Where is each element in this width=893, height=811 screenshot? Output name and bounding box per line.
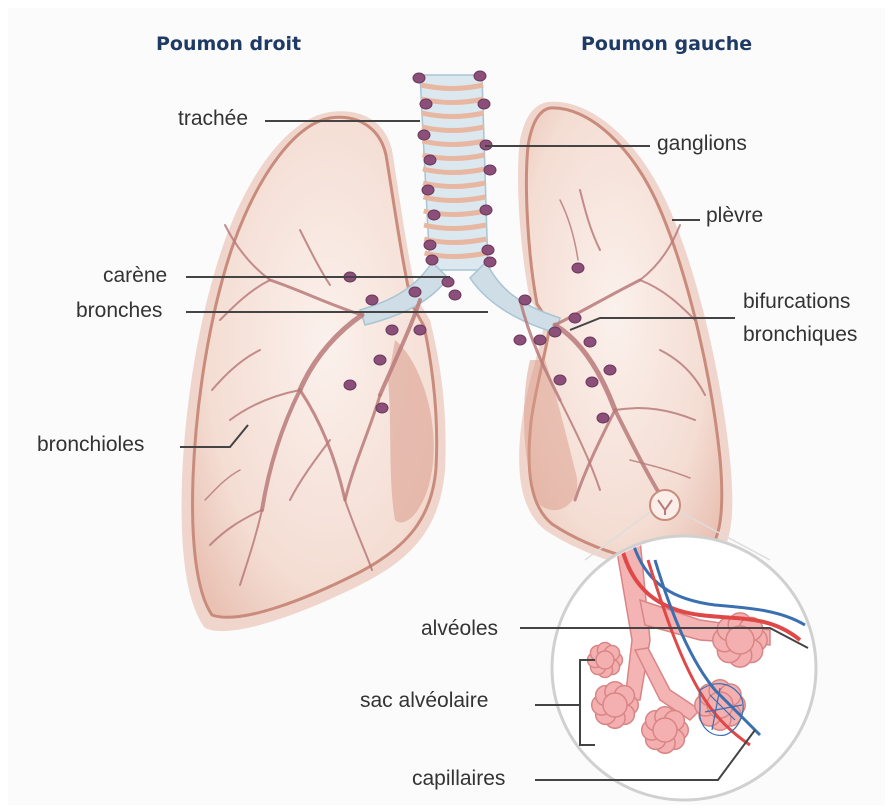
label-alveolar-sac: sac alvéolaire [360,688,488,713]
label-ganglions: ganglions [657,131,747,156]
lymph-node [418,130,430,140]
lymph-node [597,413,609,423]
lymph-node [366,295,378,305]
label-bronchioles: bronchioles [37,432,144,457]
lymph-node [514,335,526,345]
alveolar-sac-cluster [592,682,639,729]
alveolus [653,718,677,742]
lymph-node [374,355,386,365]
bronchiole-cross-section [650,490,680,520]
label-pleura: plèvre [706,203,763,228]
lymph-node [482,245,494,255]
alveolus [603,693,627,717]
lymph-node [424,240,436,250]
lymph-node [424,155,436,165]
label-bifurcations-line1: bifurcations [743,289,850,314]
lymph-node [484,165,496,175]
alveolus [726,626,754,654]
lymph-node [519,295,531,305]
alveolus [596,651,614,669]
lymph-node [428,210,440,220]
lymph-node [413,73,425,83]
label-bronchi: bronches [76,298,162,323]
lymph-node [376,403,388,413]
lymph-node [586,377,598,387]
lymph-node [534,335,546,345]
header-right-lung: Poumon droit [156,33,301,55]
label-trachea: trachée [178,106,248,131]
lymph-node [478,99,490,109]
lymph-node [422,185,434,195]
lymph-node [474,71,486,81]
alveolar-sac-cluster [642,707,689,754]
lymph-node [569,313,581,323]
lymph-node [420,99,432,109]
lymph-node [480,205,492,215]
lymph-node [344,380,356,390]
lymph-node [572,263,584,273]
label-alveoles: alvéoles [421,616,498,641]
lymph-node [442,277,454,287]
lymph-node [449,290,461,300]
header-left-lung: Poumon gauche [581,33,752,55]
lymph-node [554,375,566,385]
lymph-node [549,327,561,337]
lymph-node [584,337,596,347]
lymph-node [409,287,421,297]
lymph-node [426,255,438,265]
label-carina: carène [103,263,167,288]
label-capillaries: capillaires [412,766,505,791]
lymph-node [604,365,616,375]
lymph-node [484,257,496,267]
label-bifurcations-line2: bronchiques [743,322,857,347]
alveoli-inset [552,536,816,800]
lymph-node [414,325,426,335]
lymph-node [386,325,398,335]
